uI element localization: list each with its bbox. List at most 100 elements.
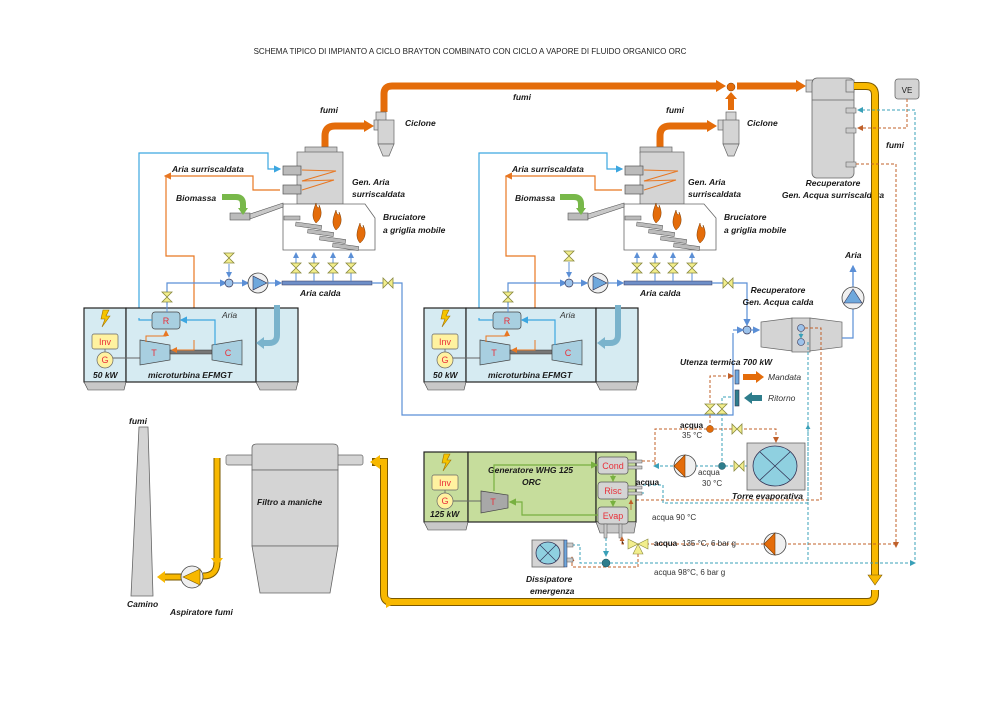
unit2-turbine-label: microturbina EFMGT xyxy=(488,370,573,380)
acqua-30-label-1: acqua xyxy=(698,468,720,477)
recuperator-sup-label-2: Gen. Acqua surriscaldata xyxy=(782,190,884,200)
unit1-aria-surr-label: Aria surriscaldata xyxy=(171,164,244,174)
unit2-r-label: R xyxy=(504,316,511,326)
unit-2: fumi Ciclone Gen. Aria surriscaldata xyxy=(423,105,787,391)
unit2-aria-label: Aria xyxy=(559,310,575,320)
unit1-grate-burner xyxy=(229,202,376,251)
dissipatore-label-2: emergenza xyxy=(530,586,575,596)
filtro-label: Filtro a maniche xyxy=(257,497,322,507)
cooling-water-pump xyxy=(673,454,697,478)
unit2-cyclone xyxy=(717,111,740,157)
mandata-label: Mandata xyxy=(768,372,801,382)
unit1-microturbine-package: Inv G R T C Aria 50 kW microturbina EFMG… xyxy=(83,305,299,391)
acqua-90-label: acqua 90 °C xyxy=(652,513,696,522)
recuperator-calda-label-2: Gen. Acqua calda xyxy=(742,297,813,307)
unit2-t-label: T xyxy=(491,348,497,358)
unit2-power-label: 50 kW xyxy=(433,370,459,380)
orc-t-label: T xyxy=(490,497,496,507)
unit2-aria-calda-label: Aria calda xyxy=(639,288,681,298)
hot-water-pump xyxy=(763,532,787,556)
orc-risc-label: Risc xyxy=(604,486,622,496)
ve-expansion-vessel: VE xyxy=(894,78,920,100)
cooling-tower xyxy=(746,442,806,491)
three-way-valve xyxy=(627,538,649,555)
unit1-air-heater xyxy=(282,146,344,205)
unit2-burner-label-1: Bruciatore xyxy=(724,212,767,222)
acqua-35-temp: 35 °C xyxy=(682,431,702,440)
unit2-air-heater xyxy=(624,146,685,205)
orc-title-1: Generatore WHG 125 xyxy=(488,465,573,475)
unit1-aria-calda-label: Aria calda xyxy=(299,288,341,298)
unit1-gen-aria-label-1: Gen. Aria xyxy=(352,177,390,187)
unit2-cyclone-label: Ciclone xyxy=(747,118,778,128)
unit-1: fumi Ciclone Gen. Aria surriscaldata xyxy=(83,105,734,416)
diagram-title: SCHEMA TIPICO DI IMPIANTO A CICLO BRAYTO… xyxy=(254,47,687,56)
unit1-burner-label-1: Bruciatore xyxy=(383,212,426,222)
unit1-biomassa-label: Biomassa xyxy=(176,193,216,203)
unit1-fumi-label: fumi xyxy=(320,105,339,115)
junction-35 xyxy=(706,425,714,433)
unit2-inv-label: Inv xyxy=(439,337,452,347)
hot-water-recuperator xyxy=(760,317,843,353)
emergency-dissipator xyxy=(531,539,574,568)
junction-98 xyxy=(601,558,611,568)
unit1-c-label: C xyxy=(225,348,232,358)
camino-fumi-label: fumi xyxy=(129,416,148,426)
unit1-power-label: 50 kW xyxy=(93,370,119,380)
orc-inv-label: Inv xyxy=(439,478,452,488)
unit2-g-label: G xyxy=(441,355,448,365)
unit1-cyclone-label: Ciclone xyxy=(405,118,436,128)
torre-label: Torre evaporativa xyxy=(732,491,803,501)
top-flue-label: fumi xyxy=(513,92,532,102)
acqua-135-bold: acqua xyxy=(654,539,678,548)
unit2-microturbine-package: Inv G R T C Aria 50 kW microturbina EFMG… xyxy=(423,305,639,391)
orc-evap-label: Evap xyxy=(603,511,624,521)
aspiratore-label: Aspiratore fumi xyxy=(169,607,233,617)
acqua-30-label-2: 30 °C xyxy=(702,479,722,488)
hot-water-recuperator-air-junction xyxy=(742,325,752,335)
unit2-aria-surr-label: Aria surriscaldata xyxy=(511,164,584,174)
junction-30 xyxy=(718,462,726,470)
orc-power-label: 125 kW xyxy=(430,509,460,519)
unit2-grate-burner xyxy=(567,202,717,251)
unit1-air-fan xyxy=(247,272,269,294)
chimney-stack xyxy=(130,426,154,597)
acqua-135-rest: 135 °C, 6 bar g xyxy=(682,539,736,548)
camino-label: Camino xyxy=(127,599,158,609)
utenza-label: Utenza termica 700 kW xyxy=(680,357,773,367)
unit1-burner-label-2: a griglia mobile xyxy=(383,225,446,235)
unit1-inv-label: Inv xyxy=(99,337,112,347)
acqua-35-label: acqua xyxy=(680,421,704,430)
unit2-c-label: C xyxy=(565,348,572,358)
utenza-ritorno-manifold xyxy=(734,389,740,407)
acqua-risc-label: acqua xyxy=(636,478,660,487)
unit1-aria-label: Aria xyxy=(221,310,237,320)
yellow-flue-duct xyxy=(370,82,883,608)
unit1-cyclone xyxy=(373,111,395,157)
orc-generator-package: Inv G T Generatore WHG 125 ORC 125 kW Co… xyxy=(423,451,643,539)
unit2-gen-aria-label-1: Gen. Aria xyxy=(688,177,726,187)
ritorno-label: Ritorno xyxy=(768,393,796,403)
orc-g-label: G xyxy=(441,496,448,506)
recuperator-calda-label-1: Recuperatore xyxy=(751,285,806,295)
bag-filter xyxy=(225,443,364,594)
exhaust-aria-label: Aria xyxy=(844,250,862,260)
unit2-burner-label-2: a griglia mobile xyxy=(724,225,787,235)
unit1-turbine-label: microturbina EFMGT xyxy=(148,370,233,380)
superheated-water-recuperator xyxy=(805,77,857,179)
top-flue-line xyxy=(380,80,806,112)
unit2-fumi-label: fumi xyxy=(666,105,685,115)
unit1-g-label: G xyxy=(101,355,108,365)
dissipatore-label-1: Dissipatore xyxy=(526,574,573,584)
utenza-mandata-manifold xyxy=(734,369,740,385)
ve-label: VE xyxy=(902,86,913,95)
exhaust-air-fan xyxy=(841,286,865,310)
unit2-biomassa-label: Biomassa xyxy=(515,193,555,203)
recuperator-sup-label-1: Recuperatore xyxy=(806,178,861,188)
unit1-r-label: R xyxy=(163,316,170,326)
unit1-t-label: T xyxy=(151,348,157,358)
flue-gas-extractor-fan xyxy=(180,565,204,589)
unit2-air-fan xyxy=(587,272,609,294)
filter-to-stack-duct xyxy=(157,458,223,583)
